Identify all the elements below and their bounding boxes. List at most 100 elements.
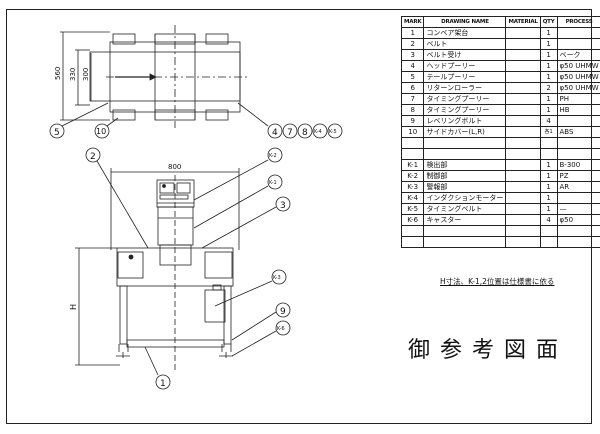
cell-process [556,137,600,149]
cell-material [505,214,541,226]
cell-qty [539,236,558,248]
cell-material [505,49,541,61]
side-cover [205,33,229,45]
balloon-3: 3 [280,201,286,211]
dim-300: 300 [82,68,90,81]
belt [89,51,241,102]
cell-name [423,148,507,160]
balloon-8: 8 [302,128,308,138]
cell-process: PZ [556,170,600,182]
cell-name: ヘッドプーリー [423,60,507,72]
balloons-top: 5 10 4 7 8 K-4 K-5 [49,123,343,139]
dim-800: 800 [168,163,181,171]
cell-name: タイミングベルト [423,203,507,215]
cell-material [505,148,541,160]
cell-material [505,225,541,237]
cell-mark [400,137,425,149]
cell-qty: 1 [539,181,558,193]
col-process: PROCESS [556,16,600,28]
cell-material [505,170,541,182]
cell-name [423,236,507,248]
cell-material [505,181,541,193]
col-qty: QTY [539,16,558,28]
cell-process: PH [556,93,600,105]
cell-qty: 1 [539,71,558,83]
cell-qty [539,137,558,149]
table-row [400,148,600,160]
cell-material [505,192,541,204]
cell-name: コンベア架台 [423,27,507,39]
cell-process [556,115,600,127]
cell-qty: 1 [539,93,558,105]
cell-qty: 1 [539,49,558,61]
balloon-k6: K-6 [277,326,285,332]
cell-mark: K-5 [400,203,425,215]
cell-name [423,137,507,149]
cell-process: B-300 [556,159,600,171]
cell-name: インダクションモーター [423,192,507,204]
cell-name: ベルト受け [423,49,507,61]
cell-process: φ50 [556,214,600,226]
cell-name: サイドカバー(L,R) [423,126,507,138]
cell-name: テールプーリー [423,71,507,83]
bottom-bar [126,339,225,348]
cell-material [505,27,541,39]
balloon-2: 2 [90,152,96,162]
cell-name: タイミングプーリー [423,104,507,116]
leg [223,285,232,345]
cell-mark [400,225,425,237]
detector-head [157,206,194,246]
cell-qty: 1 [539,170,558,182]
cell-process: — [556,203,600,215]
cell-name: ベルト [423,38,507,50]
cell-qty: 4 [539,115,558,127]
spec-note: H寸法、K-1,2位置は仕様書に依る [440,277,555,286]
cell-qty: 1 [539,203,558,215]
cell-material [505,159,541,171]
cell-qty: 1 [539,27,558,39]
col-mark: MARK [400,16,425,28]
cell-qty: 各1 [539,126,558,138]
cell-name: キャスター [423,214,507,226]
balloon-k4: K-4 [314,129,322,135]
motor-cover [117,251,144,279]
balloon-k2: K-2 [269,153,277,159]
cell-name: レベリングボルト [423,115,507,127]
cell-mark: 8 [400,104,425,116]
cell-material [505,93,541,105]
dim-560: 560 [54,67,62,80]
dim-330: 330 [69,68,77,81]
cell-mark: K-3 [400,181,425,193]
drawing-title: 御参考図面 [408,338,569,363]
cell-mark: K-6 [400,214,425,226]
cell-process: ベーク [556,49,600,61]
cell-name [423,225,507,237]
cell-mark: 1 [400,27,425,39]
cell-process [556,148,600,160]
cell-process [556,27,600,39]
balloon-4: 4 [272,128,278,138]
cell-material [505,82,541,94]
cell-name: 検出部 [423,159,507,171]
cell-process [556,236,600,248]
cell-material [505,104,541,116]
front-view: 800 H [69,159,277,376]
cell-qty: 2 [539,82,558,94]
cell-mark [400,236,425,248]
cell-name: リターンローラー [423,82,507,94]
cell-qty: 1 [539,192,558,204]
leveling-foot [116,344,130,358]
cell-qty [539,225,558,237]
balloon-10: 10 [96,127,106,136]
parts-table: MARK DRAWING NAME MATERIAL QTY PROCESS 1… [400,16,600,248]
cell-material [505,60,541,72]
cell-mark [400,148,425,160]
cell-process: ABS [556,126,600,138]
